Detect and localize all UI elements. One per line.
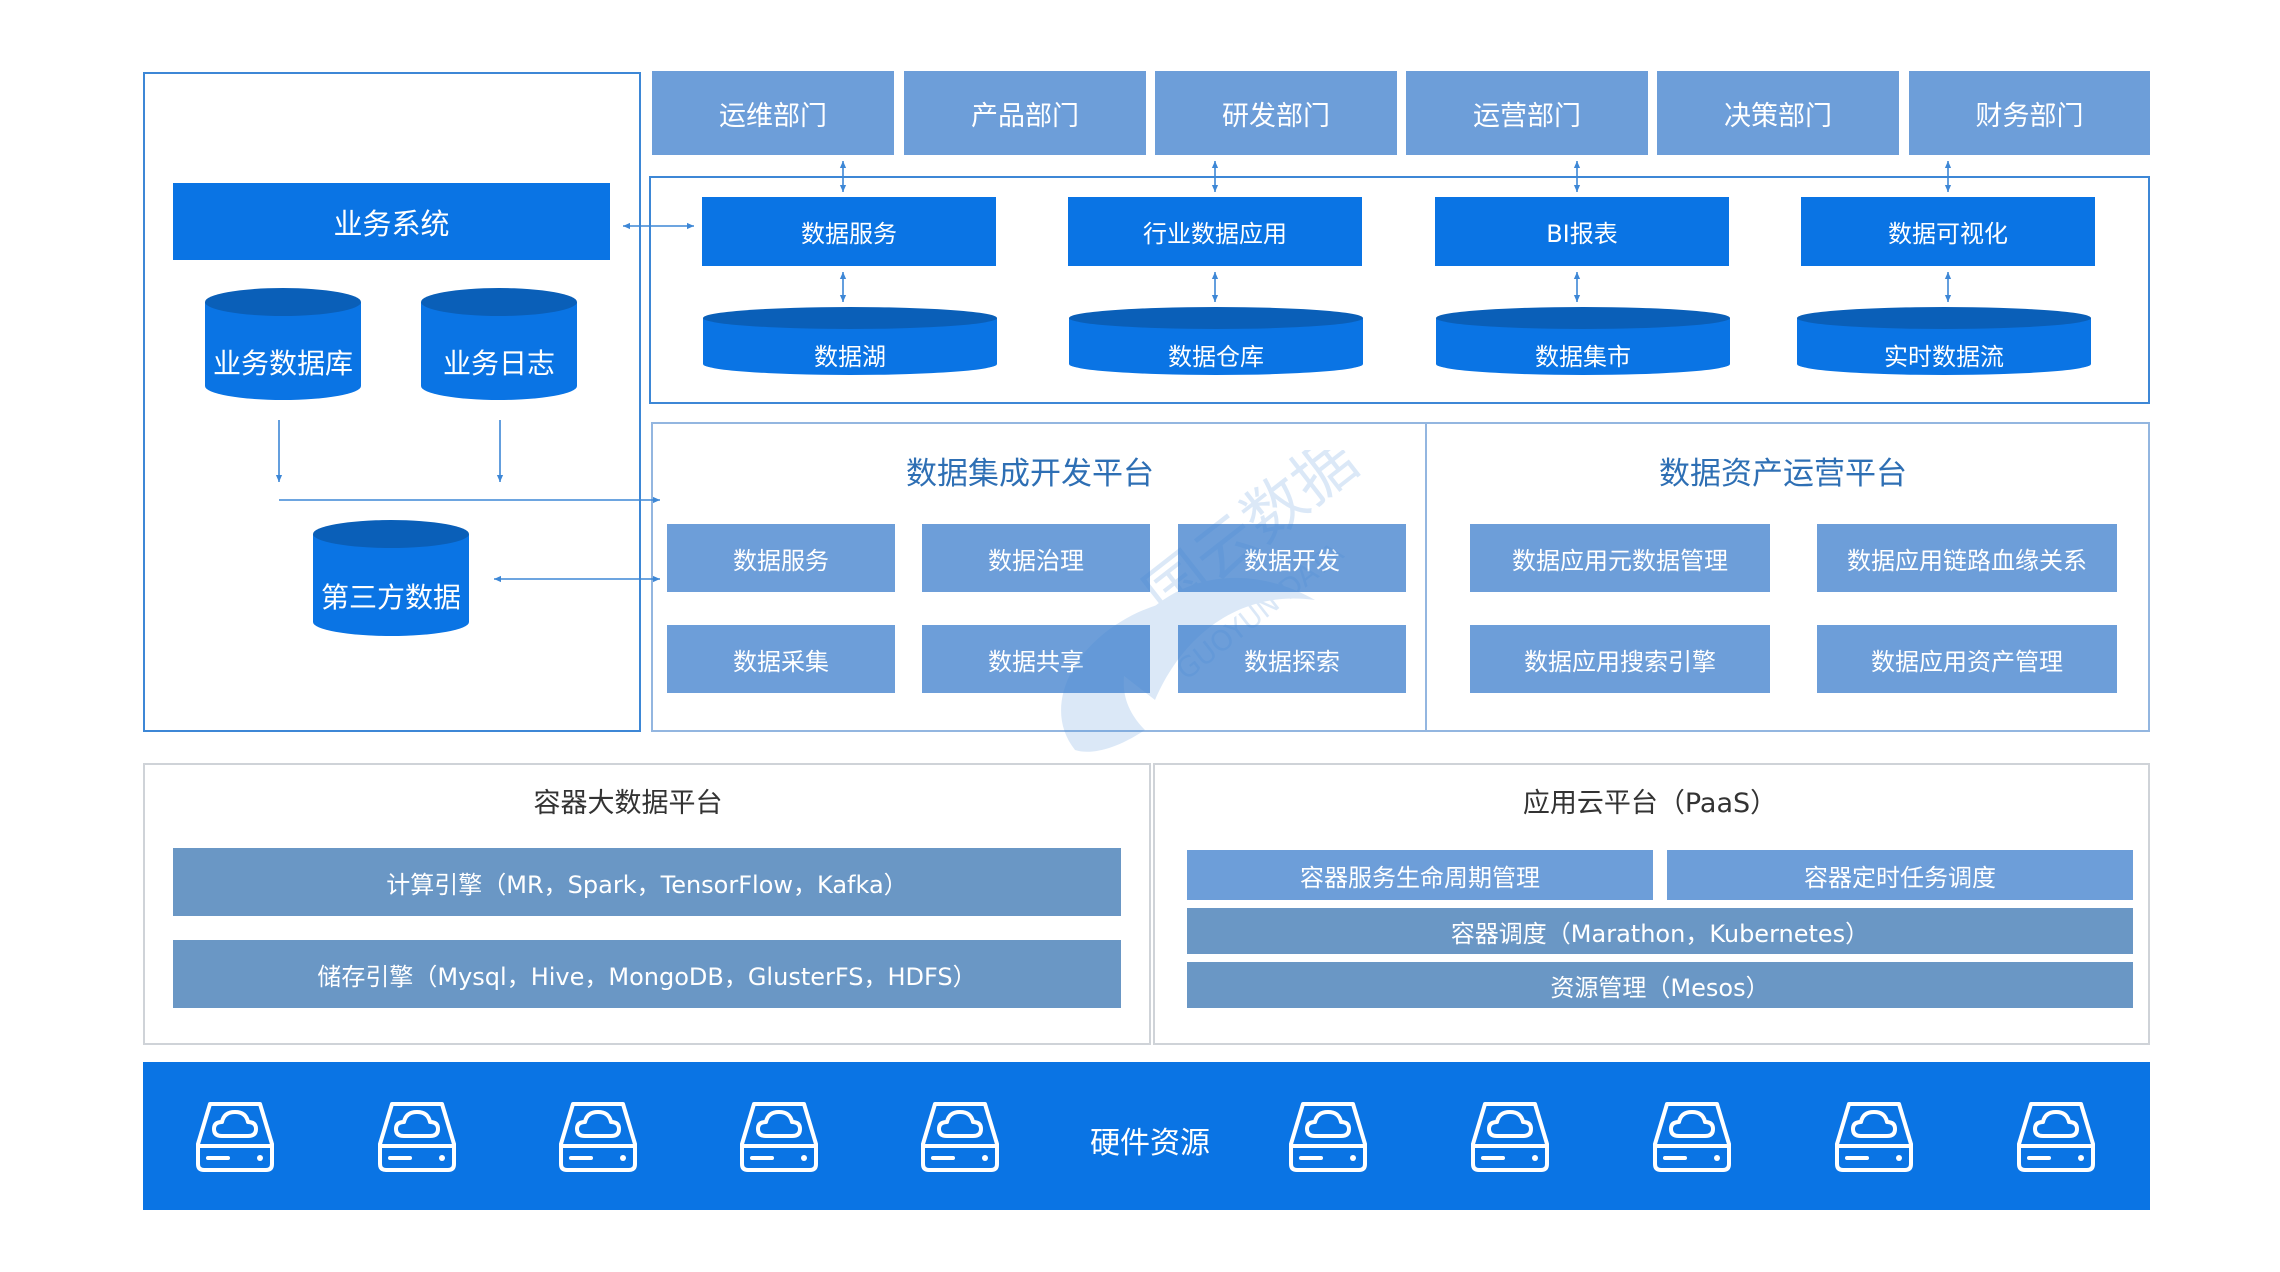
asset-module-asset-mgmt[interactable]: 数据应用资产管理 <box>1817 625 2117 693</box>
dept-product[interactable]: 产品部门 <box>904 71 1146 155</box>
store-data-warehouse[interactable]: 数据仓库 <box>1068 306 1364 376</box>
paas-platform-panel <box>1153 763 2150 1045</box>
dept-decision[interactable]: 决策部门 <box>1657 71 1899 155</box>
paas-timer-label: 容器定时任务调度 <box>1804 863 1996 892</box>
dept-label: 运营部门 <box>1473 100 1581 132</box>
module-label: 数据开发 <box>1244 546 1340 575</box>
cloud-drive-icon <box>738 1098 820 1174</box>
business-system-box[interactable]: 业务系统 <box>173 183 610 260</box>
cloud-drive-icon <box>557 1098 639 1174</box>
compute-engine-bar[interactable]: 计算引擎（MR，Spark，TensorFlow，Kafka） <box>173 848 1121 916</box>
cylinder-shape <box>205 288 361 400</box>
integration-module-exploration[interactable]: 数据探索 <box>1178 625 1406 693</box>
integration-module-governance[interactable]: 数据治理 <box>922 524 1150 592</box>
service-visualization[interactable]: 数据可视化 <box>1801 197 2095 266</box>
dept-rnd[interactable]: 研发部门 <box>1155 71 1397 155</box>
asset-module-search[interactable]: 数据应用搜索引擎 <box>1470 625 1770 693</box>
paas-resource-bar[interactable]: 资源管理（Mesos） <box>1187 962 2133 1008</box>
service-label: 数据服务 <box>801 220 897 248</box>
dept-label: 产品部门 <box>971 100 1079 132</box>
asset-platform-panel <box>1425 422 2150 732</box>
module-label: 数据探索 <box>1244 647 1340 676</box>
dept-label: 运维部门 <box>719 100 827 132</box>
module-label: 数据应用搜索引擎 <box>1524 647 1716 676</box>
cloud-drive-icon <box>1469 1098 1551 1174</box>
service-label: 行业数据应用 <box>1143 220 1287 248</box>
store-label: 数据仓库 <box>1168 343 1264 371</box>
cylinder-shape <box>313 520 469 636</box>
cylinder-shape <box>1436 307 1730 375</box>
module-label: 数据应用元数据管理 <box>1512 546 1728 575</box>
integration-platform-title: 数据集成开发平台 <box>906 456 1154 492</box>
module-label: 数据治理 <box>988 546 1084 575</box>
business-panel <box>143 72 641 732</box>
store-label: 数据集市 <box>1535 343 1631 371</box>
cylinder-shape <box>703 307 997 375</box>
business-log-label: 业务日志 <box>442 347 555 380</box>
cloud-drive-icon <box>919 1098 1001 1174</box>
asset-platform-title: 数据资产运营平台 <box>1659 456 1907 492</box>
compute-engine-label: 计算引擎（MR，Spark，TensorFlow，Kafka） <box>386 870 908 899</box>
asset-module-lineage[interactable]: 数据应用链路血缘关系 <box>1817 524 2117 592</box>
integration-module-sharing[interactable]: 数据共享 <box>922 625 1150 693</box>
business-log-cylinder[interactable]: 业务日志 <box>419 286 579 402</box>
service-industry-app[interactable]: 行业数据应用 <box>1068 197 1362 266</box>
store-data-lake[interactable]: 数据湖 <box>702 306 998 376</box>
cylinder-shape <box>421 288 577 400</box>
store-label: 数据湖 <box>814 343 886 371</box>
paas-lifecycle-bar[interactable]: 容器服务生命周期管理 <box>1187 850 1653 900</box>
paas-lifecycle-label: 容器服务生命周期管理 <box>1300 863 1540 892</box>
dept-ops[interactable]: 运维部门 <box>652 71 894 155</box>
hardware-label: 硬件资源 <box>1090 1126 1210 1161</box>
service-data-service[interactable]: 数据服务 <box>702 197 996 266</box>
storage-engine-bar[interactable]: 储存引擎（Mysql，Hive，MongoDB，GlusterFS，HDFS） <box>173 940 1121 1008</box>
paas-platform-title: 应用云平台（PaaS） <box>1522 788 1778 819</box>
cloud-drive-icon <box>1651 1098 1733 1174</box>
module-label: 数据应用链路血缘关系 <box>1847 546 2087 575</box>
cylinder-shape <box>1069 307 1363 375</box>
service-panel <box>649 176 2150 404</box>
paas-timer-bar[interactable]: 容器定时任务调度 <box>1667 850 2133 900</box>
paas-schedule-label: 容器调度（Marathon，Kubernetes） <box>1450 919 1870 948</box>
cloud-drive-icon <box>194 1098 276 1174</box>
integration-module-service[interactable]: 数据服务 <box>667 524 895 592</box>
business-db-cylinder[interactable]: 业务数据库 <box>203 286 363 402</box>
dept-label: 决策部门 <box>1724 100 1832 132</box>
dept-operations[interactable]: 运营部门 <box>1406 71 1648 155</box>
third-party-label: 第三方数据 <box>320 581 461 614</box>
business-db-label: 业务数据库 <box>212 347 353 380</box>
container-platform-panel <box>143 763 1151 1045</box>
module-label: 数据采集 <box>733 647 829 676</box>
third-party-cylinder[interactable]: 第三方数据 <box>311 518 471 638</box>
module-label: 数据应用资产管理 <box>1871 647 2063 676</box>
cloud-drive-icon <box>1833 1098 1915 1174</box>
paas-schedule-bar[interactable]: 容器调度（Marathon，Kubernetes） <box>1187 908 2133 954</box>
dept-finance[interactable]: 财务部门 <box>1909 71 2150 155</box>
cloud-drive-icon <box>1287 1098 1369 1174</box>
service-label: 数据可视化 <box>1888 220 2008 248</box>
cloud-drive-icon <box>2015 1098 2097 1174</box>
integration-module-collection[interactable]: 数据采集 <box>667 625 895 693</box>
store-label: 实时数据流 <box>1884 343 2004 371</box>
cloud-drive-icon <box>376 1098 458 1174</box>
store-realtime-stream[interactable]: 实时数据流 <box>1796 306 2092 376</box>
module-label: 数据共享 <box>988 647 1084 676</box>
dept-label: 财务部门 <box>1975 100 2084 132</box>
business-system-label: 业务系统 <box>333 206 450 241</box>
hardware-bar <box>143 1062 2150 1210</box>
store-data-mart[interactable]: 数据集市 <box>1435 306 1731 376</box>
service-label: BI报表 <box>1546 220 1618 248</box>
service-bi-report[interactable]: BI报表 <box>1435 197 1729 266</box>
paas-resource-label: 资源管理（Mesos） <box>1550 973 1770 1002</box>
storage-engine-label: 储存引擎（Mysql，Hive，MongoDB，GlusterFS，HDFS） <box>317 962 977 991</box>
module-label: 数据服务 <box>733 546 829 575</box>
asset-module-metadata[interactable]: 数据应用元数据管理 <box>1470 524 1770 592</box>
integration-module-development[interactable]: 数据开发 <box>1178 524 1406 592</box>
dept-label: 研发部门 <box>1222 100 1330 132</box>
cylinder-shape <box>1797 307 2091 375</box>
container-platform-title: 容器大数据平台 <box>533 788 723 819</box>
